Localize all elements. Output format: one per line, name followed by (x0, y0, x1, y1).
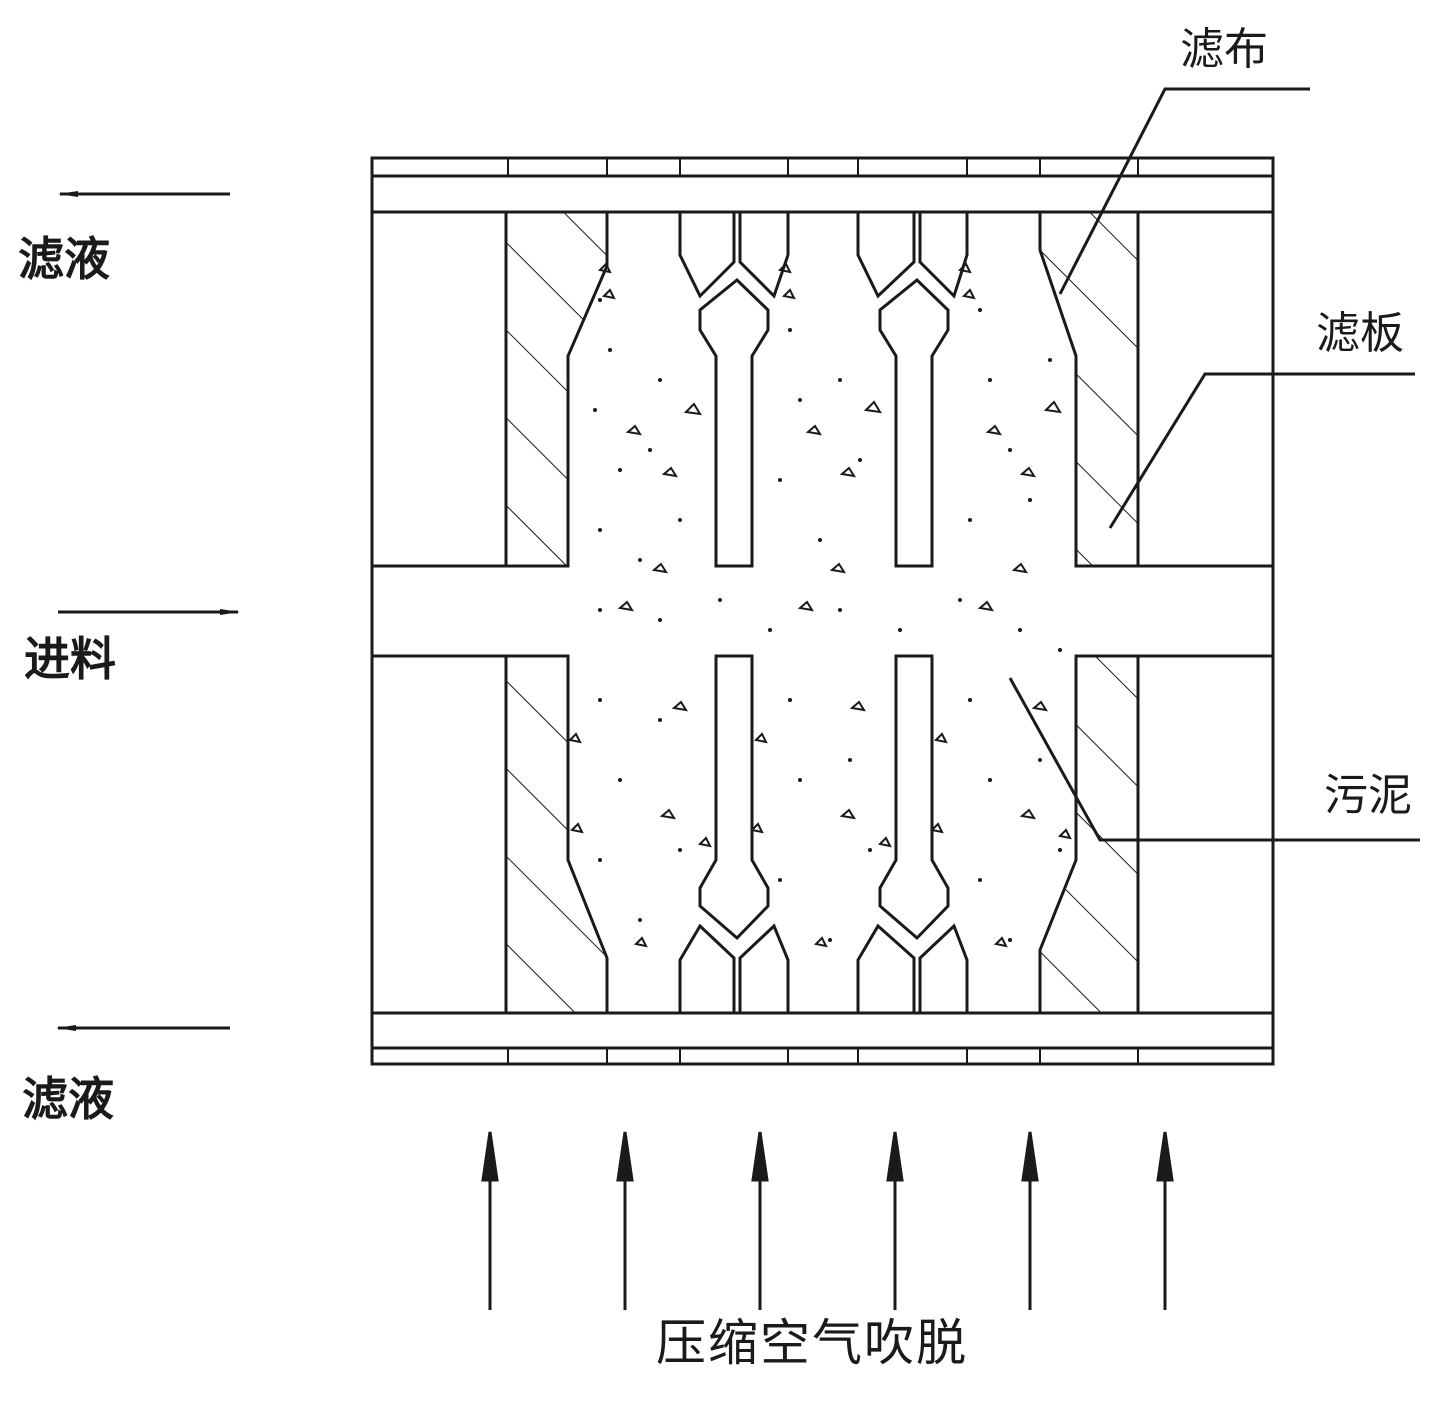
flow-arrows (56, 191, 240, 1031)
filtrate-bottom-label: 滤液 (22, 1072, 114, 1126)
air-arrow-icon (481, 1131, 499, 1182)
air-arrow-icon (616, 1131, 634, 1182)
filtrate-top-label: 滤液 (18, 232, 110, 286)
inner-plates (678, 212, 969, 1013)
air-arrow-icon (886, 1131, 904, 1182)
filter-plate-label: 滤板 (1316, 308, 1404, 359)
air-blowoff-label: 压缩空气吹脱 (656, 1314, 968, 1372)
sludge-particles (593, 298, 1062, 942)
air-arrow-icon (751, 1131, 769, 1182)
filter-plates (504, 210, 1140, 1015)
sludge-flocs (567, 262, 1072, 948)
air-arrow-icon (1021, 1131, 1039, 1182)
air-arrows (481, 1131, 1174, 1310)
filter-cloth-label: 滤布 (1180, 24, 1268, 75)
feed-label: 进料 (24, 632, 116, 686)
leader-lines (1008, 87, 1420, 842)
air-arrow-icon (1156, 1131, 1174, 1182)
sludge-label: 污泥 (1324, 770, 1412, 821)
